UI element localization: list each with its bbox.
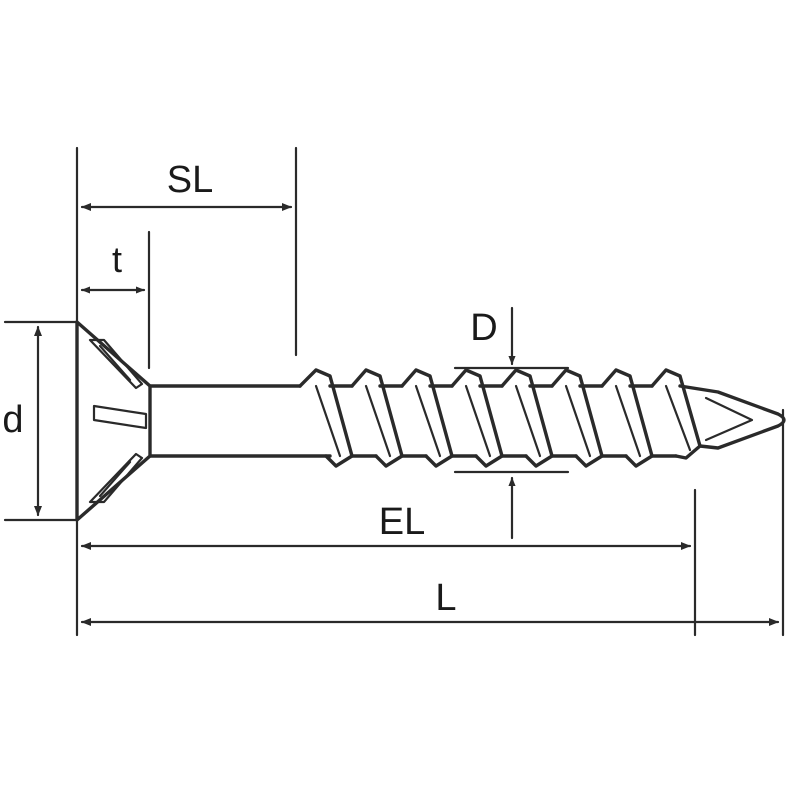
screw-tip (678, 384, 786, 450)
thread (298, 368, 702, 468)
label-l: L (435, 577, 456, 619)
head-recess (88, 338, 148, 504)
dimension-labels: SL t d D EL L (2, 159, 497, 619)
label-thread-d: D (470, 307, 497, 349)
tip-facet (704, 396, 754, 442)
screw (75, 320, 786, 522)
label-t: t (112, 239, 122, 280)
label-d: d (2, 399, 23, 441)
dimension-lines (34, 203, 780, 626)
label-el: EL (379, 501, 425, 543)
extension-lines (3, 146, 785, 637)
label-sl: SL (167, 159, 213, 201)
